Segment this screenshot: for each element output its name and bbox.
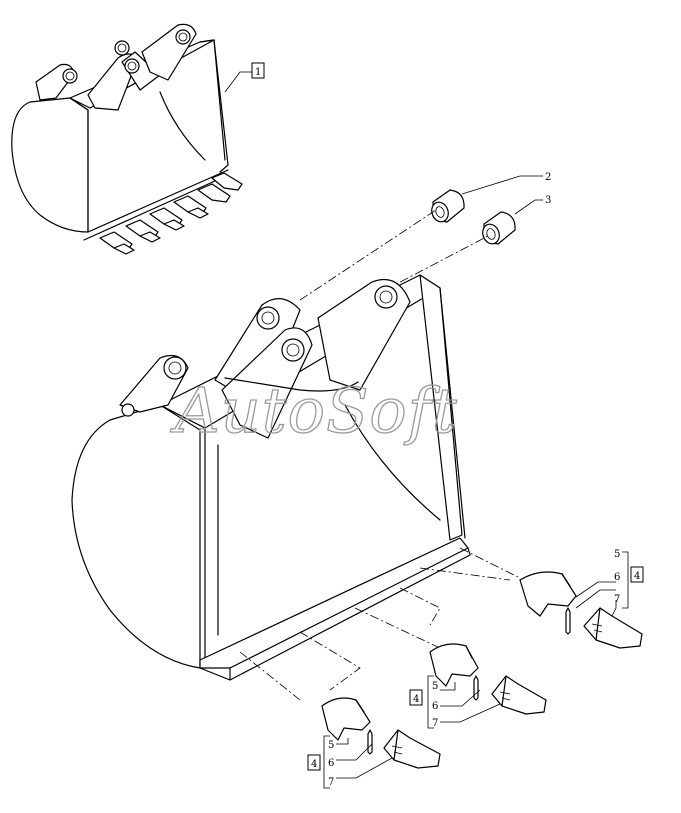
callout-label-right-4: 4: [634, 571, 640, 582]
callout-label-right-5: 5: [614, 549, 620, 560]
bushing-2: [431, 175, 543, 223]
callout-label-2: 2: [545, 172, 551, 183]
callout-label-left-7: 7: [328, 777, 334, 788]
alignment-line-bushing-3: [384, 235, 489, 291]
callout-label-middle-4: 4: [413, 694, 419, 705]
bucket-assembly-overview: [11, 23, 252, 255]
callout-tooth-group-middle: 4: [409, 689, 423, 706]
callout-label-left-5: 5: [328, 740, 334, 751]
callout-label-right-7: 7: [614, 594, 620, 605]
callout-tooth-group-left: 4: [307, 754, 321, 771]
callout-label-left-4: 4: [311, 759, 317, 770]
callout-tooth-group-right: 4: [630, 566, 644, 583]
callout-label-right-6: 6: [614, 572, 620, 583]
callout-bucket-assembly: 1: [251, 62, 265, 79]
tooth-group-middle: [427, 643, 547, 729]
tooth-group-right: [519, 551, 643, 649]
callout-label-1: 1: [255, 67, 261, 78]
callout-label-middle-7: 7: [432, 718, 438, 729]
callout-label-middle-6: 6: [432, 701, 438, 712]
tooth-group-left: [321, 697, 441, 789]
bushing-3: [482, 199, 543, 245]
callout-label-3: 3: [545, 195, 551, 206]
callout-label-left-6: 6: [328, 758, 334, 769]
watermark-text: AutoSoft: [170, 374, 458, 447]
bucket-main-view: [71, 274, 471, 681]
callout-label-middle-5: 5: [432, 681, 438, 692]
tooth-projection-lines: [239, 547, 521, 701]
alignment-line-bushing-2: [299, 209, 437, 301]
